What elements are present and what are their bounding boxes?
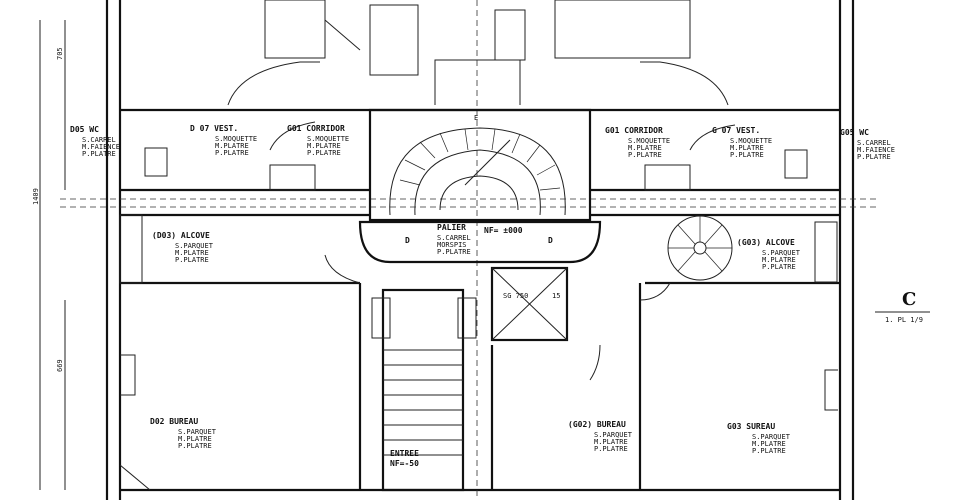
arrow-mark-right: D — [548, 236, 553, 245]
room-label-g01-corridor-left: G01 CORRIDOR S.MOQUETTE M.PLATRE P.PLATR… — [287, 124, 349, 157]
svg-text:PALIER: PALIER — [437, 223, 466, 232]
svg-text:P.PLATRE: P.PLATRE — [628, 151, 662, 159]
svg-text:M.FAIENCE: M.FAIENCE — [857, 146, 895, 154]
room-label-g02-bureau: (G02) BUREAU S.PARQUET M.PLATRE P.PLATRE — [568, 420, 633, 453]
svg-text:(G03) ALCOVE: (G03) ALCOVE — [737, 238, 795, 247]
room-label-palier: PALIER NF= ±000 S.CARREL MORSPIS P.PLATR… — [437, 223, 523, 256]
svg-text:S.CARREL: S.CARREL — [857, 139, 891, 147]
svg-text:M.FAIENCE: M.FAIENCE — [82, 143, 120, 151]
svg-text:G01 CORRIDOR: G01 CORRIDOR — [287, 124, 345, 133]
svg-text:M.PLATRE: M.PLATRE — [752, 440, 786, 448]
svg-text:P.PLATRE: P.PLATRE — [437, 248, 471, 256]
svg-text:M.PLATRE: M.PLATRE — [307, 142, 341, 150]
svg-text:1. PL 1/9: 1. PL 1/9 — [885, 316, 923, 324]
svg-text:S.MOQUETTE: S.MOQUETTE — [730, 137, 772, 145]
svg-text:G05 WC: G05 WC — [840, 128, 869, 137]
room-label-d05-wc: D05 WC S.CARREL M.FAIENCE P.PLATRE — [70, 125, 120, 158]
svg-text:M.PLATRE: M.PLATRE — [730, 144, 764, 152]
svg-text:M.PLATRE: M.PLATRE — [594, 438, 628, 446]
entry-staircase — [371, 288, 477, 492]
svg-text:MORSPIS: MORSPIS — [437, 241, 467, 249]
dimension-left-overall: 1409 — [32, 188, 40, 205]
svg-text:S.PARQUET: S.PARQUET — [762, 249, 801, 257]
svg-text:P.PLATRE: P.PLATRE — [752, 447, 786, 455]
room-label-g03-alcove: (G03) ALCOVE S.PARQUET M.PLATRE P.PLATRE — [737, 238, 801, 271]
dimension-left-bottom: 669 — [56, 359, 64, 372]
svg-text:S.PARQUET: S.PARQUET — [594, 431, 633, 439]
room-label-g05-wc: G05 WC S.CARREL M.FAIENCE P.PLATRE — [840, 128, 895, 161]
top-axis-mark: E — [474, 114, 478, 122]
svg-text:S.MOQUETTE: S.MOQUETTE — [307, 135, 349, 143]
svg-text:P.PLATRE: P.PLATRE — [762, 263, 796, 271]
svg-text:M.PLATRE: M.PLATRE — [175, 249, 209, 257]
svg-text:NF= ±000: NF= ±000 — [484, 226, 523, 235]
svg-text:(D03) ALCOVE: (D03) ALCOVE — [152, 231, 210, 240]
lift-id-label: SG 750 — [503, 292, 528, 300]
svg-text:D02 BUREAU: D02 BUREAU — [150, 417, 198, 426]
svg-text:G01 CORRIDOR: G01 CORRIDOR — [605, 126, 663, 135]
arrow-mark-left: D — [405, 236, 410, 245]
lower-partitions — [119, 121, 838, 491]
svg-text:M.PLATRE: M.PLATRE — [762, 256, 796, 264]
lift-number-label: 15 — [552, 292, 560, 300]
svg-text:P.PLATRE: P.PLATRE — [730, 151, 764, 159]
svg-text:S.PARQUET: S.PARQUET — [178, 428, 217, 436]
svg-text:G 07 VEST.: G 07 VEST. — [712, 126, 760, 135]
landing — [358, 220, 602, 264]
room-label-g01-corridor-right: G01 CORRIDOR S.MOQUETTE M.PLATRE P.PLATR… — [605, 126, 670, 159]
svg-text:S.PARQUET: S.PARQUET — [175, 242, 214, 250]
svg-text:M.PLATRE: M.PLATRE — [215, 142, 249, 150]
room-label-g03-bureau: G03 SUREAU S.PARQUET M.PLATRE P.PLATRE — [727, 422, 791, 455]
svg-text:M.PLATRE: M.PLATRE — [178, 435, 212, 443]
svg-text:S.MOQUETTE: S.MOQUETTE — [215, 135, 257, 143]
svg-text:S.CARREL: S.CARREL — [82, 136, 116, 144]
svg-text:ENTREE: ENTREE — [390, 449, 419, 458]
svg-text:P.PLATRE: P.PLATRE — [594, 445, 628, 453]
svg-text:NF=-50: NF=-50 — [390, 459, 419, 468]
room-label-g07-vest: G 07 VEST. S.MOQUETTE M.PLATRE P.PLATRE — [712, 126, 772, 159]
section-mark-c: C 1. PL 1/9 — [875, 289, 930, 324]
room-label-entree: ENTREE NF=-50 — [390, 449, 419, 468]
svg-text:G03 SUREAU: G03 SUREAU — [727, 422, 775, 431]
svg-text:C: C — [902, 289, 916, 310]
room-label-d02-bureau: D02 BUREAU S.PARQUET M.PLATRE P.PLATRE — [150, 417, 217, 450]
svg-text:S.CARREL: S.CARREL — [437, 234, 471, 242]
spiral-staircase — [667, 215, 733, 281]
axis-lines — [60, 0, 880, 500]
svg-text:P.PLATRE: P.PLATRE — [175, 256, 209, 264]
dimension-lines: 705 1409 669 — [32, 20, 66, 490]
svg-text:P.PLATRE: P.PLATRE — [857, 153, 891, 161]
svg-text:(G02) BUREAU: (G02) BUREAU — [568, 420, 626, 429]
svg-text:D 07 VEST.: D 07 VEST. — [190, 124, 238, 133]
dimension-left-top: 705 — [56, 47, 64, 60]
lift-shaft — [490, 266, 569, 342]
svg-text:P.PLATRE: P.PLATRE — [215, 149, 249, 157]
svg-text:P.PLATRE: P.PLATRE — [178, 442, 212, 450]
svg-text:M.PLATRE: M.PLATRE — [628, 144, 662, 152]
top-partitions — [227, 0, 729, 106]
svg-text:P.PLATRE: P.PLATRE — [307, 149, 341, 157]
room-label-d07-vest: D 07 VEST. S.MOQUETTE M.PLATRE P.PLATRE — [190, 124, 257, 157]
curved-staircase — [368, 108, 592, 222]
svg-text:S.MOQUETTE: S.MOQUETTE — [628, 137, 670, 145]
svg-text:P.PLATRE: P.PLATRE — [82, 150, 116, 158]
room-label-d03-alcove: (D03) ALCOVE S.PARQUET M.PLATRE P.PLATRE — [152, 231, 214, 264]
svg-text:D05 WC: D05 WC — [70, 125, 99, 134]
svg-text:S.PARQUET: S.PARQUET — [752, 433, 791, 441]
